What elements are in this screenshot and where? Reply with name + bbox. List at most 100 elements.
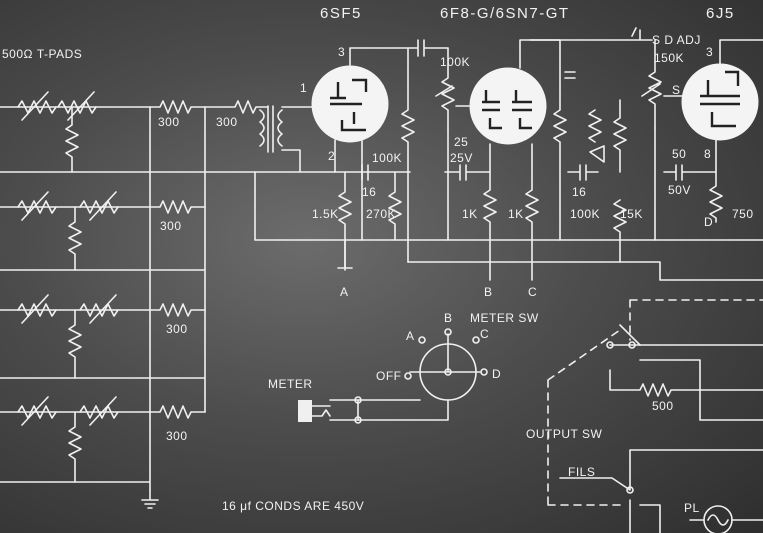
meter-terminal-1 bbox=[354, 396, 362, 404]
c16-label-1: 16 bbox=[362, 185, 376, 199]
fils-contact bbox=[626, 486, 634, 494]
ground-symbol bbox=[141, 489, 159, 509]
transformer-leads bbox=[204, 106, 411, 173]
r100k-label-1: 100K bbox=[372, 151, 402, 165]
switch-b-label: B bbox=[444, 311, 453, 325]
pad-resistors-3 bbox=[17, 303, 119, 317]
output-sw-label: OUTPUT SW bbox=[526, 427, 602, 441]
switch-c-label: C bbox=[480, 327, 489, 341]
c50-cap bbox=[663, 164, 717, 181]
c16-cap-1 bbox=[361, 164, 369, 181]
tube-3-envelope bbox=[681, 63, 759, 141]
shunt-2 bbox=[68, 206, 82, 271]
tube-2-plate bbox=[519, 39, 567, 241]
tube-2-label: 6F8-G/6SN7-GT bbox=[440, 5, 570, 22]
c25-label: 25 bbox=[454, 135, 468, 149]
pin-3-tube1: 3 bbox=[338, 45, 345, 59]
meter-switch bbox=[357, 328, 488, 421]
c16-cap-2 bbox=[567, 164, 599, 181]
r300-label-1: 300 bbox=[158, 115, 180, 129]
r300-label-4: 300 bbox=[166, 429, 188, 443]
pin-3-tube3: 3 bbox=[706, 45, 713, 59]
meter-switch-output bbox=[357, 399, 449, 421]
output-switch-dashed bbox=[547, 299, 763, 506]
meter-body bbox=[298, 400, 312, 422]
pads-label: 500Ω T-PADS bbox=[2, 47, 82, 61]
shunt-4 bbox=[68, 411, 82, 483]
fils-wiring bbox=[559, 449, 763, 533]
tube-2-elements bbox=[482, 90, 532, 130]
output-switch bbox=[547, 299, 763, 506]
tube-3-elements bbox=[700, 70, 740, 128]
switch-d-label: D bbox=[492, 367, 501, 381]
tube-1-label: 6SF5 bbox=[320, 5, 362, 22]
contact-c bbox=[472, 336, 480, 344]
output-switch-wiring bbox=[609, 344, 763, 421]
meter-sw-label: METER SW bbox=[470, 311, 539, 325]
meter-label: METER bbox=[268, 377, 313, 391]
tube-2-envelope bbox=[469, 67, 547, 145]
switch-contact-1 bbox=[606, 341, 614, 349]
contact-a bbox=[418, 336, 426, 344]
r15k-label: 15K bbox=[620, 207, 643, 221]
r100k-plate-1 bbox=[401, 47, 415, 263]
pad-resistors-1 bbox=[17, 100, 97, 114]
transformer-input-resistor bbox=[204, 100, 269, 114]
terminal-b-label: B bbox=[484, 285, 493, 299]
meter-taps bbox=[344, 239, 533, 281]
r750 bbox=[709, 139, 723, 223]
r1-5k-label: 1.5K bbox=[312, 207, 339, 221]
c50v-label: 50V bbox=[668, 183, 691, 197]
r100k-label-2: 100K bbox=[440, 55, 470, 69]
tube-1-elements bbox=[330, 78, 368, 132]
pin-1: 1 bbox=[300, 81, 307, 95]
r300-label-3: 300 bbox=[166, 322, 188, 336]
pin-8: 8 bbox=[704, 147, 711, 161]
tube-3-plate bbox=[719, 39, 763, 65]
attenuator-ladder bbox=[0, 91, 206, 509]
r15k-lower bbox=[613, 199, 627, 263]
r100k-label-3: 100K bbox=[570, 207, 600, 221]
bus-lines bbox=[254, 171, 763, 281]
pad-resistors-2 bbox=[17, 200, 119, 214]
r100k-r15k bbox=[588, 99, 627, 173]
pad-resistors-4 bbox=[17, 405, 119, 419]
switch-contact-2 bbox=[628, 341, 636, 349]
tube-3-label: 6J5 bbox=[706, 5, 735, 22]
c16-label-2: 16 bbox=[572, 185, 586, 199]
small-cap bbox=[564, 71, 576, 79]
r300-label-2: 300 bbox=[160, 219, 182, 233]
r300-3 bbox=[149, 303, 206, 317]
variable-arrows bbox=[21, 91, 117, 426]
meter bbox=[298, 396, 362, 424]
switch-a-label: A bbox=[406, 329, 415, 343]
tube-6sf5 bbox=[311, 39, 449, 269]
tube-6sn7 bbox=[435, 27, 653, 263]
r500-label: 500 bbox=[652, 399, 674, 413]
contact-b bbox=[444, 328, 452, 336]
switch-off-label: OFF bbox=[376, 369, 402, 383]
shunt-1 bbox=[65, 106, 79, 173]
r150k-pot bbox=[641, 39, 662, 129]
c50-label: 50 bbox=[672, 147, 686, 161]
terminal-a-label: A bbox=[340, 285, 349, 299]
pl-label: PL bbox=[684, 501, 700, 515]
r300-4 bbox=[149, 405, 206, 419]
r1k-1 bbox=[483, 143, 497, 263]
terminal-c-label: C bbox=[528, 285, 537, 299]
r1k-label-1: 1K bbox=[462, 207, 478, 221]
r1k-2 bbox=[525, 143, 539, 263]
pin-2: 2 bbox=[328, 149, 335, 163]
fils-lead bbox=[639, 504, 661, 533]
r100k-pot bbox=[435, 47, 455, 131]
shunt-3 bbox=[68, 309, 82, 379]
pilot-lamp-filament bbox=[689, 514, 763, 526]
terminal-d-label: D bbox=[704, 215, 713, 229]
r300-1 bbox=[149, 100, 206, 114]
r270k-label: 270K bbox=[366, 207, 396, 221]
coupling-cap-1 bbox=[411, 39, 449, 57]
c25v-label: 25V bbox=[450, 151, 473, 165]
meter-leads bbox=[311, 399, 359, 421]
